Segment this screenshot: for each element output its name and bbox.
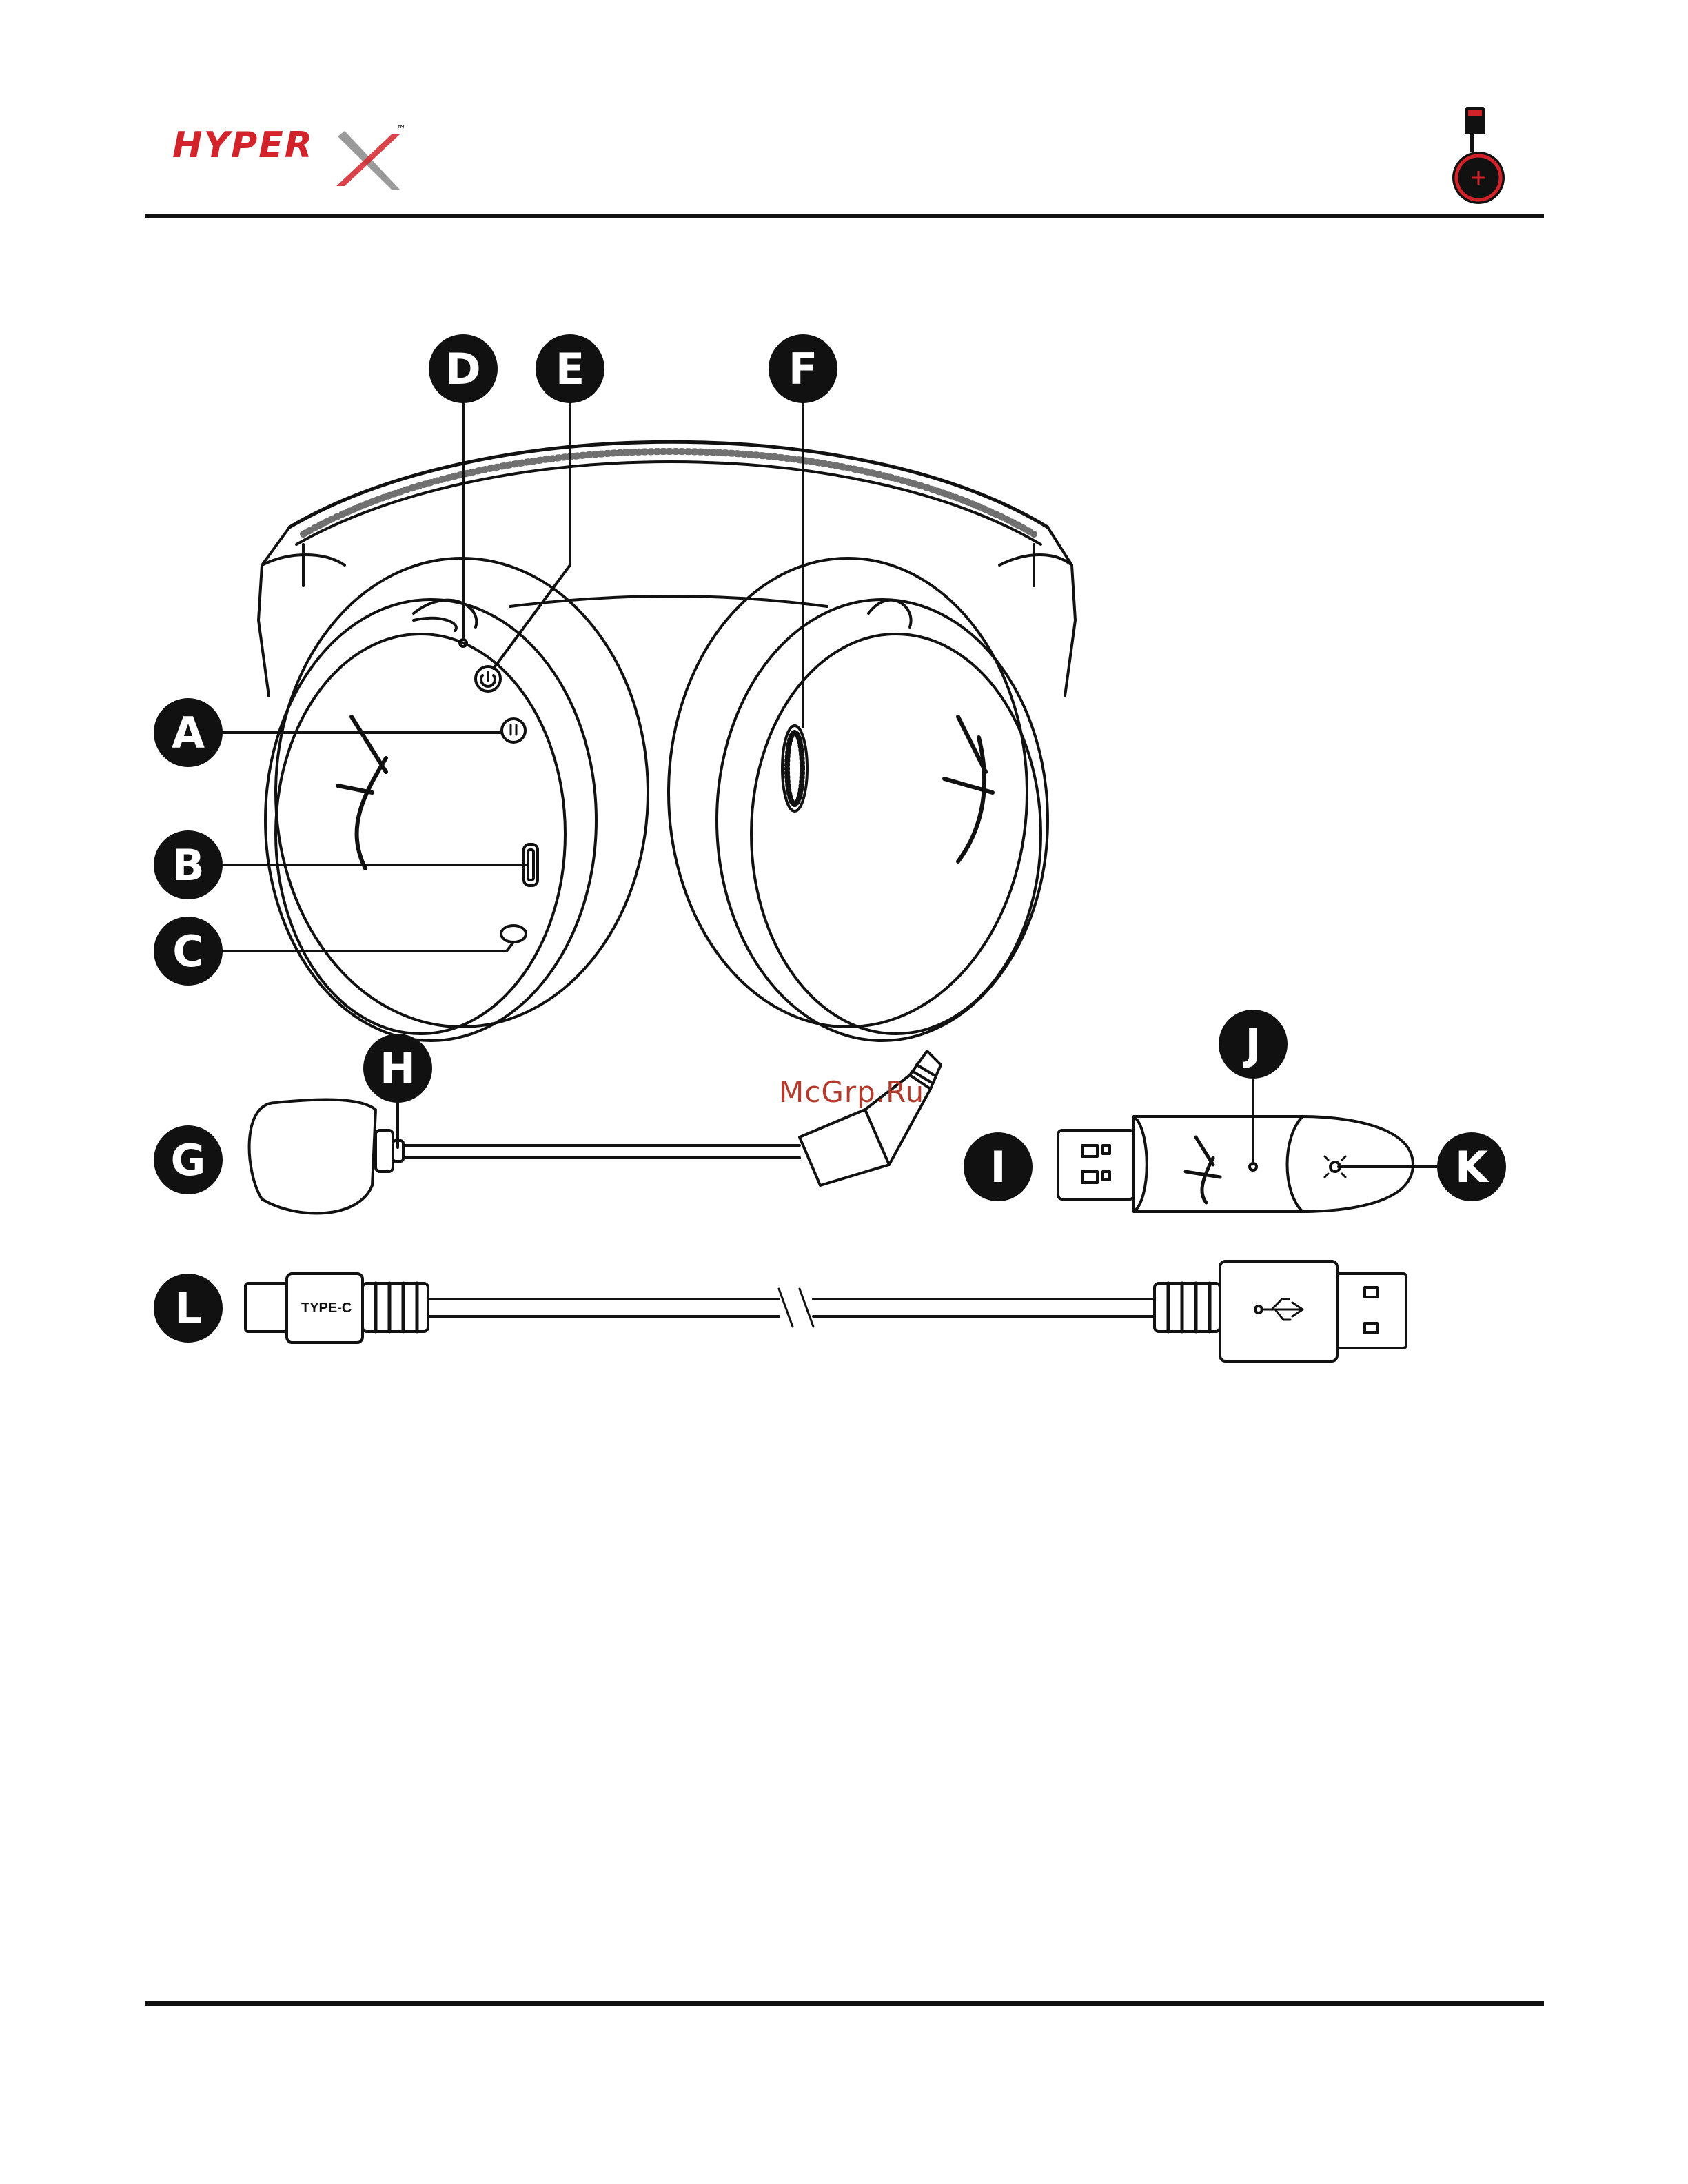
type-c-label: TYPE-C	[301, 1300, 352, 1316]
usb-cable	[245, 1261, 1406, 1361]
callout-e: E	[536, 334, 604, 403]
callout-j: J	[1219, 1010, 1288, 1079]
callout-b: B	[154, 830, 223, 899]
leader-line-e	[494, 403, 570, 669]
callout-h: H	[363, 1034, 432, 1103]
usb-dongle	[1058, 1116, 1413, 1212]
right-earcup	[669, 527, 1075, 1041]
callout-f: F	[769, 334, 837, 403]
callout-i: I	[964, 1132, 1033, 1201]
callout-d: D	[429, 334, 498, 403]
left-earcup	[258, 527, 648, 1041]
leader-line-c	[214, 942, 513, 951]
callout-k: K	[1437, 1132, 1506, 1201]
watermark-text: McGrp.Ru	[779, 1075, 924, 1109]
callout-a: A	[154, 698, 223, 767]
callout-g: G	[154, 1125, 223, 1194]
callout-l: L	[154, 1274, 223, 1343]
callout-c: C	[154, 917, 223, 986]
